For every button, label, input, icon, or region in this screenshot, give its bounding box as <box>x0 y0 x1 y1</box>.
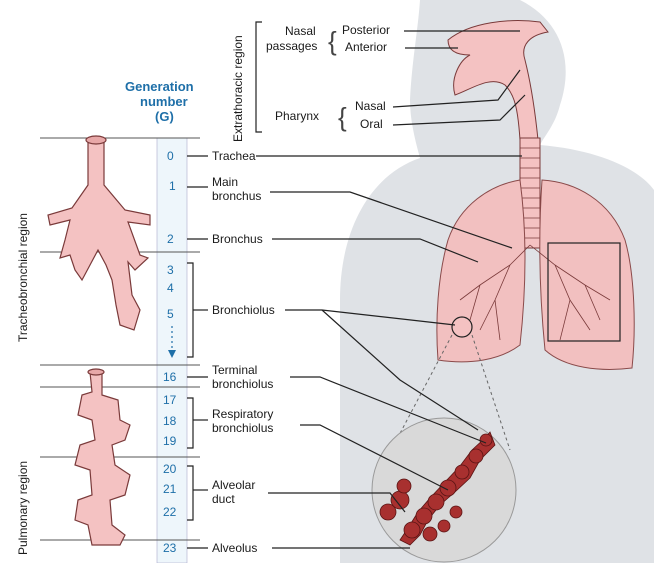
generation-header-3: (G) <box>155 109 174 124</box>
nasal-label: Nasal <box>355 99 386 113</box>
gen-5: 5 <box>167 307 174 321</box>
gen-18: 18 <box>163 414 177 428</box>
tracheobronchial-tree <box>48 136 150 330</box>
gen-0: 0 <box>167 149 174 163</box>
gen-1: 1 <box>169 179 176 193</box>
gen-17: 17 <box>163 393 177 407</box>
generation-header-1: Generation <box>125 79 194 94</box>
respiratory-bronchiolus-label-2: bronchiolus <box>212 421 273 435</box>
generation-header-2: number <box>140 94 188 109</box>
trachea-label: Trachea <box>212 149 256 163</box>
tracheobronchial-region-label: Tracheobronchial region <box>16 213 30 342</box>
bronchus-label: Bronchus <box>212 232 263 246</box>
extrathoracic-region-label: Extrathoracic region <box>231 35 245 142</box>
brace-pharynx: { <box>338 102 347 132</box>
gen-22: 22 <box>163 505 177 519</box>
gen-19: 19 <box>163 434 177 448</box>
alveolar-duct-label-2: duct <box>212 492 235 506</box>
posterior-label: Posterior <box>342 23 390 37</box>
alveolar-duct-label-1: Alveolar <box>212 478 255 492</box>
gen-20: 20 <box>163 462 177 476</box>
alveolus-marker-circle <box>452 317 472 337</box>
gen-4: 4 <box>167 281 174 295</box>
main-bronchus-label-2: bronchus <box>212 189 261 203</box>
brace-nasal-passages: { <box>328 26 337 56</box>
respiratory-bronchiolus-label-1: Respiratory <box>212 407 273 421</box>
gen-3: 3 <box>167 263 174 277</box>
alveolus-label: Alveolus <box>212 541 257 555</box>
terminal-bronchiolus-label-1: Terminal <box>212 363 257 377</box>
gen-23: 23 <box>163 541 177 555</box>
nasal-passages-label-2: passages <box>266 39 317 53</box>
terminal-bronchiolus-label-2: bronchiolus <box>212 377 273 391</box>
gen-16: 16 <box>163 370 177 384</box>
anterior-label: Anterior <box>345 40 387 54</box>
nasal-passages-label-1: Nasal <box>285 24 316 38</box>
pharynx-label: Pharynx <box>275 109 319 123</box>
gen-2: 2 <box>167 232 174 246</box>
oral-label: Oral <box>360 117 383 131</box>
pulmonary-region-label: Pulmonary region <box>16 461 30 555</box>
bronchiolus-label: Bronchiolus <box>212 303 275 317</box>
main-bronchus-label-1: Main <box>212 175 238 189</box>
gen-21: 21 <box>163 482 177 496</box>
